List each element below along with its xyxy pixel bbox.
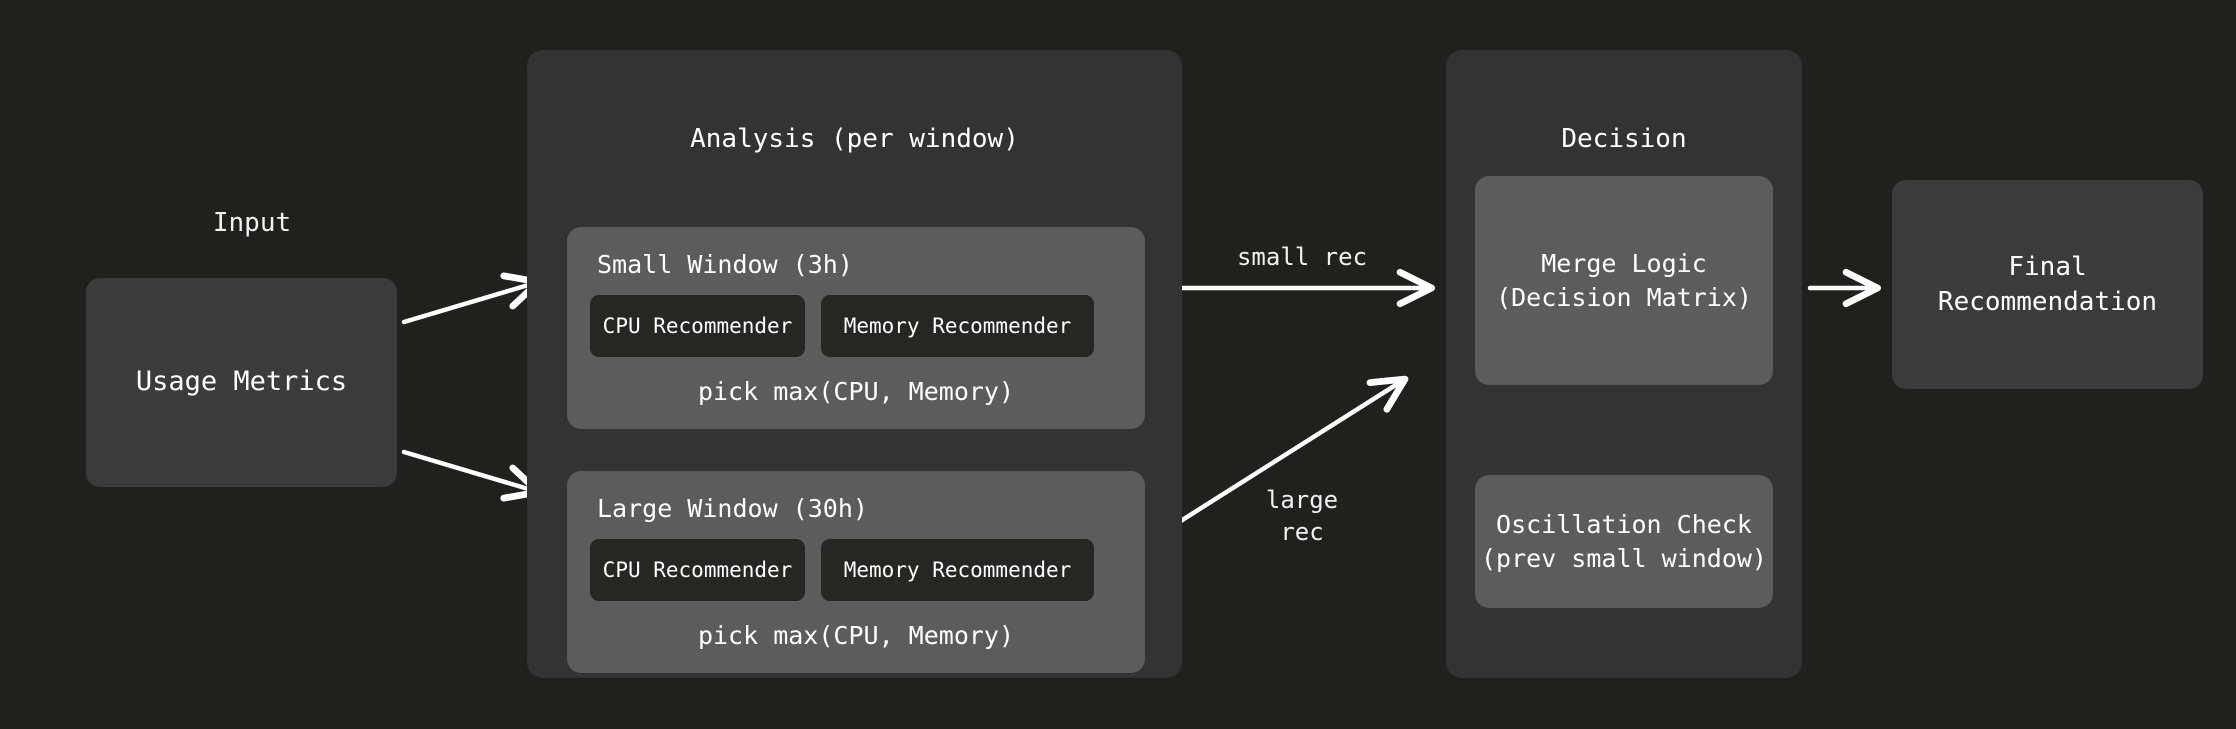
cluster-analysis: Analysis (per window) Small Window (3h) … xyxy=(527,50,1182,678)
node-merge-logic[interactable]: Merge Logic (Decision Matrix) xyxy=(1475,176,1773,385)
cluster-analysis-title: Analysis (per window) xyxy=(690,123,1019,154)
small-window-pick-max-label: pick max(CPU, Memory) xyxy=(697,377,1015,406)
large-window-title: Large Window (30h) xyxy=(597,494,868,523)
subcluster-large-window: Large Window (30h) CPU Recommender Memor… xyxy=(567,471,1145,673)
node-large-memory-recommender[interactable]: Memory Recommender xyxy=(821,539,1094,601)
large-window-recommenders: CPU Recommender Memory Recommender xyxy=(590,539,1094,601)
cluster-decision-title: Decision xyxy=(1561,123,1687,154)
node-small-cpu-recommender[interactable]: CPU Recommender xyxy=(590,295,805,357)
node-final-recommendation[interactable]: Final Recommendation xyxy=(1892,180,2203,389)
node-large-cpu-recommender[interactable]: CPU Recommender xyxy=(590,539,805,601)
edge-label-large-rec: large rec xyxy=(1265,486,1339,546)
large-window-pick-max-label: pick max(CPU, Memory) xyxy=(697,621,1015,650)
small-window-title: Small Window (3h) xyxy=(597,250,853,279)
input-section-label: Input xyxy=(212,207,292,238)
subcluster-small-window: Small Window (3h) CPU Recommender Memory… xyxy=(567,227,1145,429)
edge-input-to-large-window xyxy=(401,449,542,502)
node-small-memory-recommender[interactable]: Memory Recommender xyxy=(821,295,1094,357)
edge-label-small-rec: small rec xyxy=(1236,243,1368,271)
edge-input-to-small-window xyxy=(401,272,542,325)
small-window-recommenders: CPU Recommender Memory Recommender xyxy=(590,295,1094,357)
node-usage-metrics[interactable]: Usage Metrics xyxy=(86,278,397,487)
node-oscillation-check[interactable]: Oscillation Check (prev small window) xyxy=(1475,475,1773,608)
cluster-decision: Decision Merge Logic (Decision Matrix) O… xyxy=(1446,50,1802,678)
